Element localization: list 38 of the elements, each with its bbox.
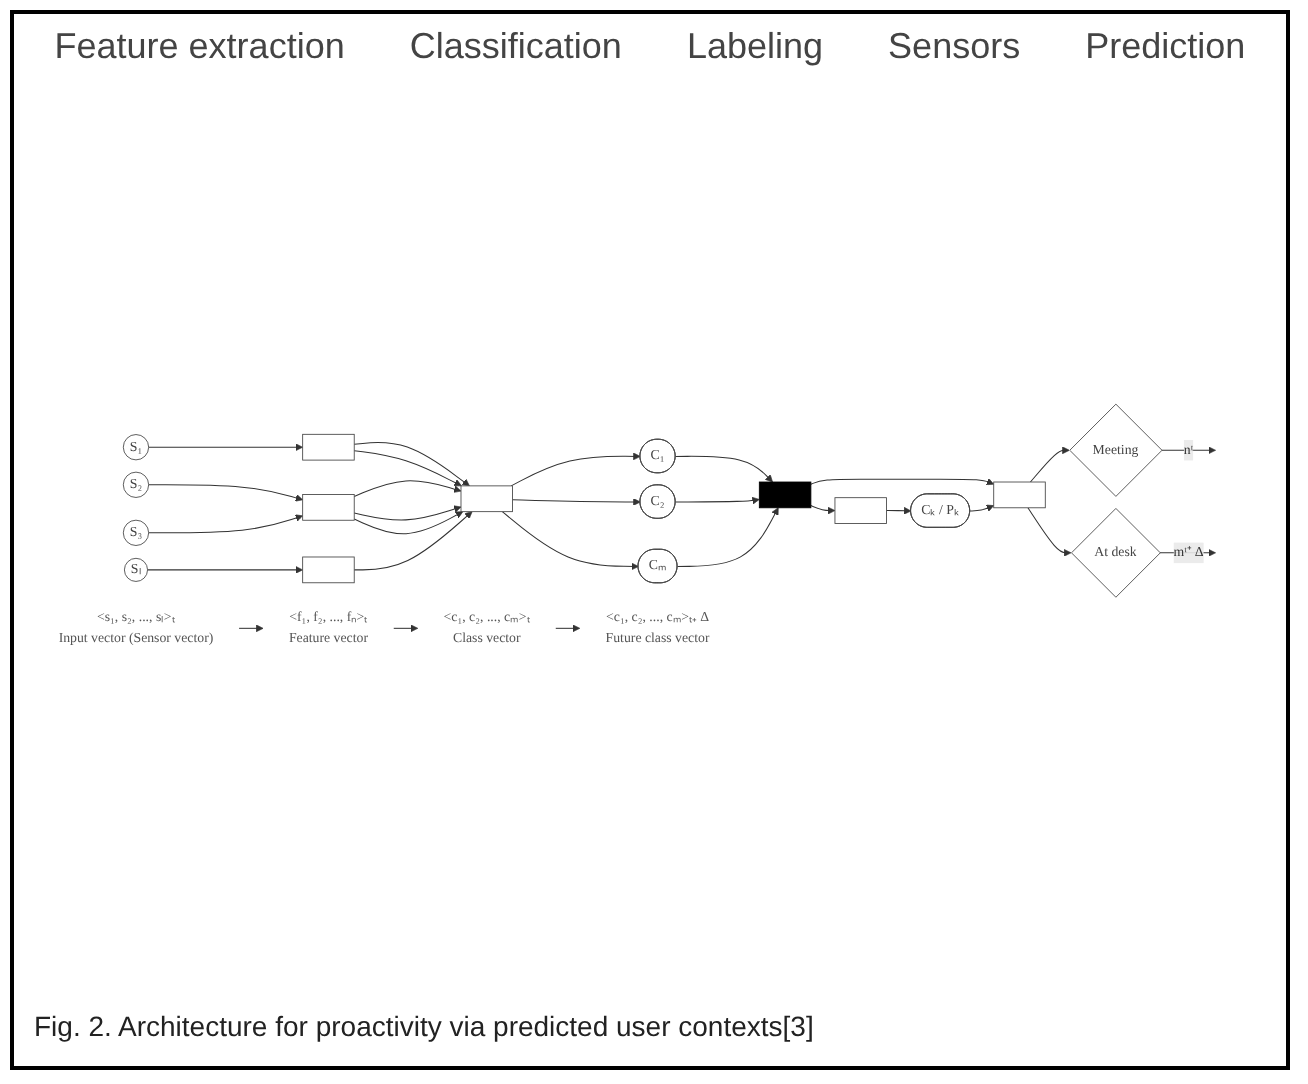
arrow: [1029, 446, 1070, 483]
arrow: [353, 450, 462, 487]
node-box: [302, 556, 355, 584]
arrow: [675, 496, 760, 505]
arrow: [810, 505, 836, 515]
arrow: [886, 507, 912, 515]
arrow: [148, 443, 303, 451]
arrow: [148, 514, 303, 534]
node-box: [302, 494, 355, 521]
arrow: [353, 505, 462, 521]
column-heading: Prediction: [1085, 26, 1246, 68]
arrow: [353, 511, 464, 535]
column-heading: Feature extraction: [54, 26, 345, 68]
node-box: [834, 497, 887, 524]
arrow: [810, 478, 995, 486]
figure-caption: Fig. 2. Architecture for proactivity via predicted user contexts[3]: [34, 1010, 816, 1042]
arrow: [501, 511, 639, 571]
column-heading: Sensors: [888, 26, 1021, 68]
arrow: [147, 566, 303, 574]
arrow: [353, 480, 462, 497]
node-bar: [758, 481, 812, 509]
arrow: [353, 511, 473, 571]
arrow: [512, 498, 641, 506]
arrow: [393, 624, 419, 633]
arrow: [969, 504, 995, 512]
arrow: [1027, 507, 1072, 557]
arrow: [510, 452, 641, 487]
arrow: [555, 624, 581, 633]
node-box: [460, 485, 513, 513]
node-box: [993, 481, 1046, 509]
arrow: [353, 441, 470, 487]
arrow: [676, 507, 779, 567]
arrow: [238, 624, 264, 633]
column-heading: Labeling: [686, 26, 824, 68]
column-heading: Classification: [409, 26, 622, 68]
node-box: [302, 433, 355, 461]
arrow: [148, 484, 303, 502]
arrow: [675, 455, 773, 483]
